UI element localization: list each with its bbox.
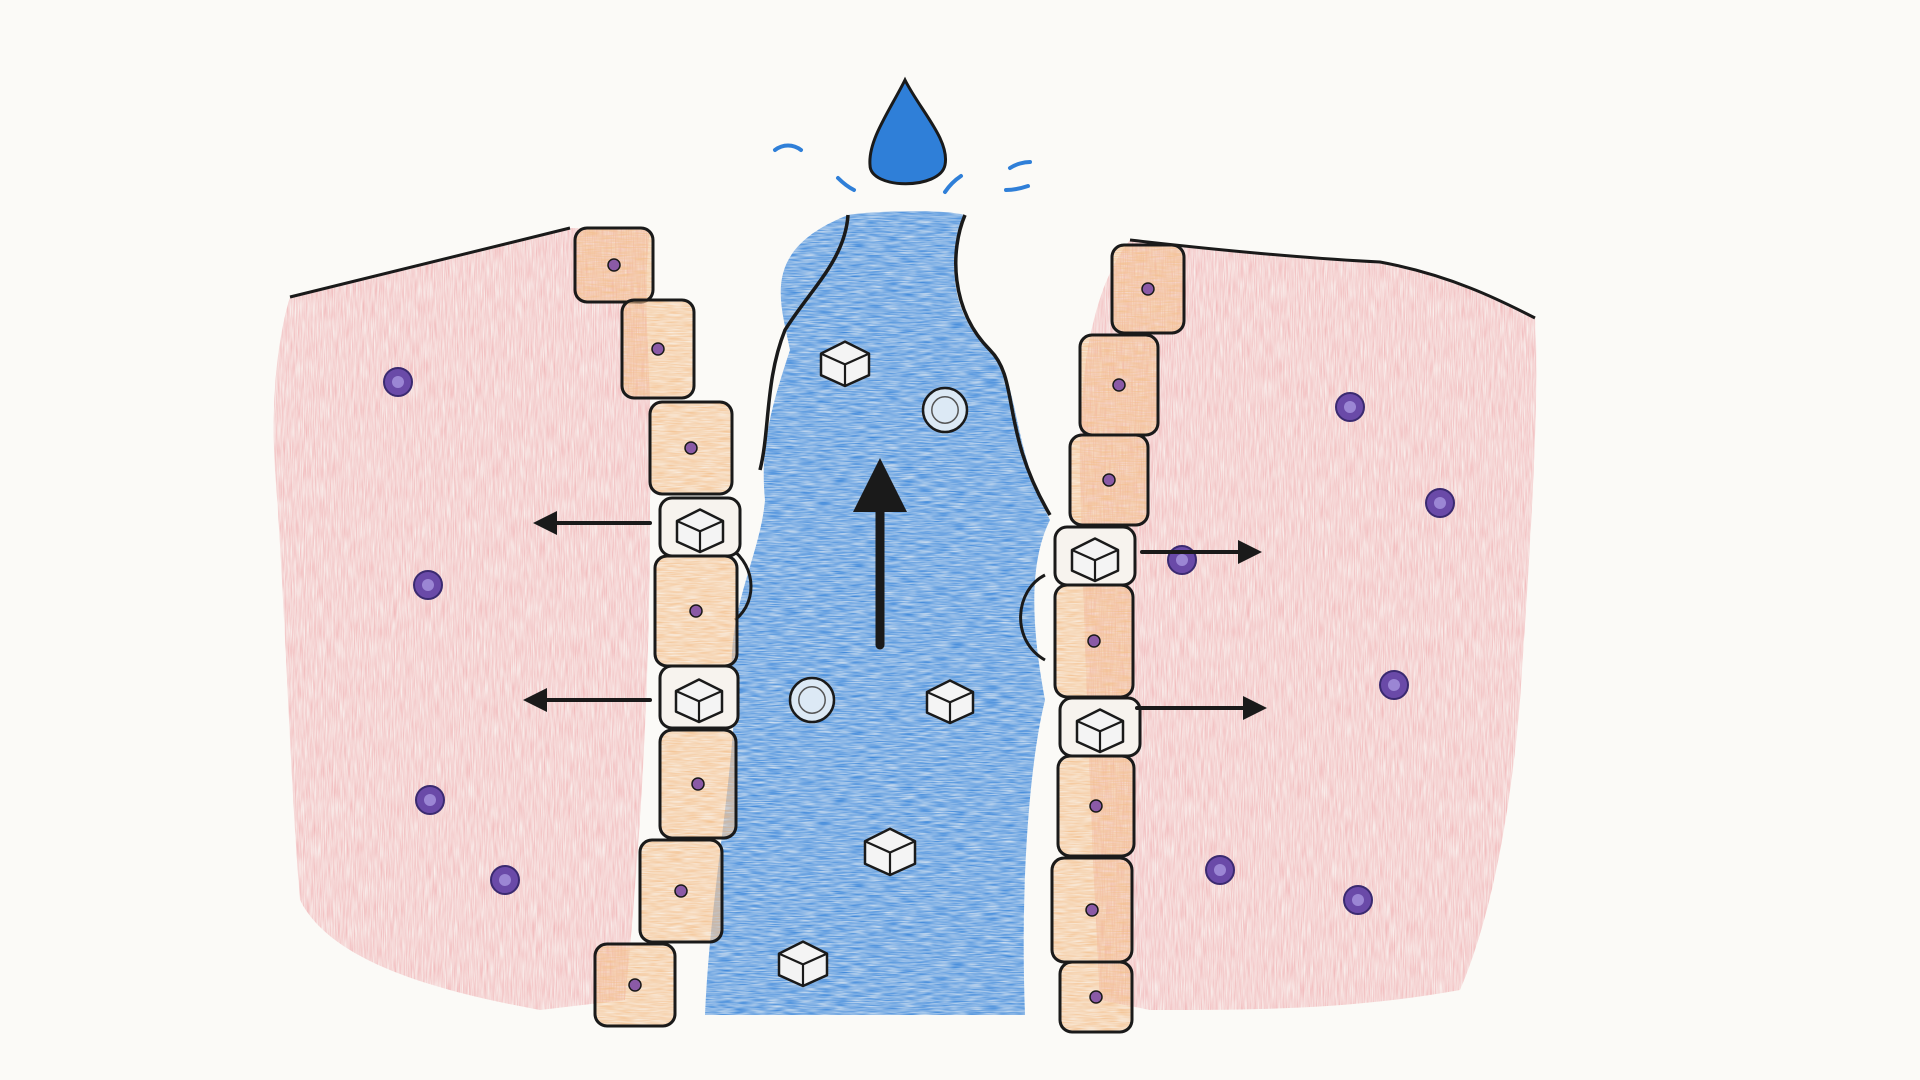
right-wall-cell [1068, 433, 1150, 527]
right-epithelial-wall [1050, 243, 1186, 1034]
water-drop-icon [868, 76, 948, 186]
right-wall-cell [1110, 243, 1186, 335]
cube-particle-icon [674, 678, 724, 724]
cube-particle-icon [777, 940, 829, 988]
cube-particle-icon [925, 679, 975, 725]
left-wall-cell [653, 554, 739, 668]
right-wall-cell [1053, 583, 1135, 699]
blood-cell [1379, 670, 1409, 700]
left-wall-cell [658, 496, 742, 558]
left-wall-cell [638, 838, 724, 944]
right-wall-cell [1050, 856, 1134, 964]
blood-cell [1335, 392, 1365, 422]
left-wall-cell [648, 400, 734, 496]
right-wall-cell [1058, 696, 1142, 758]
left-wall-cell [658, 664, 740, 730]
blood-cell [383, 367, 413, 397]
right-wall-cell [1053, 525, 1137, 587]
left-wall-cell [593, 942, 677, 1028]
right-wall-cell [1078, 333, 1160, 437]
left-epithelial-wall [573, 226, 742, 1028]
cube-particle-icon [1075, 708, 1125, 754]
right-tissue-outline [1129, 238, 1536, 320]
lumen-contents [777, 340, 975, 988]
blood-cell [1205, 855, 1235, 885]
cube-particle-icon [675, 508, 725, 554]
cube-particle-icon [819, 340, 871, 388]
arrows [523, 458, 1267, 720]
bubble-icon [921, 386, 969, 434]
left-tissue [273, 226, 652, 1010]
lumen-right-bulge [1019, 573, 1046, 662]
right-wall-cell [1056, 754, 1136, 858]
blood-cell [1343, 885, 1373, 915]
bubble-icon [788, 676, 836, 724]
cube-particle-icon [1070, 537, 1120, 583]
blood-cell [415, 785, 445, 815]
left-wall-cell [658, 728, 738, 840]
right-tissue [1079, 238, 1537, 1010]
cube-particle-icon [863, 827, 917, 877]
blood-cells [383, 367, 1455, 915]
blood-cell [1425, 488, 1455, 518]
lumen-left-edge [758, 214, 850, 471]
left-tissue-outline [289, 226, 571, 299]
blood-cell [413, 570, 443, 600]
lumen-right-edge [954, 214, 1052, 516]
splash-drops [773, 143, 1032, 194]
left-wall-cell [573, 226, 655, 304]
right-wall-cell [1058, 960, 1134, 1034]
blood-cell [490, 865, 520, 895]
left-wall-cell [620, 298, 696, 400]
